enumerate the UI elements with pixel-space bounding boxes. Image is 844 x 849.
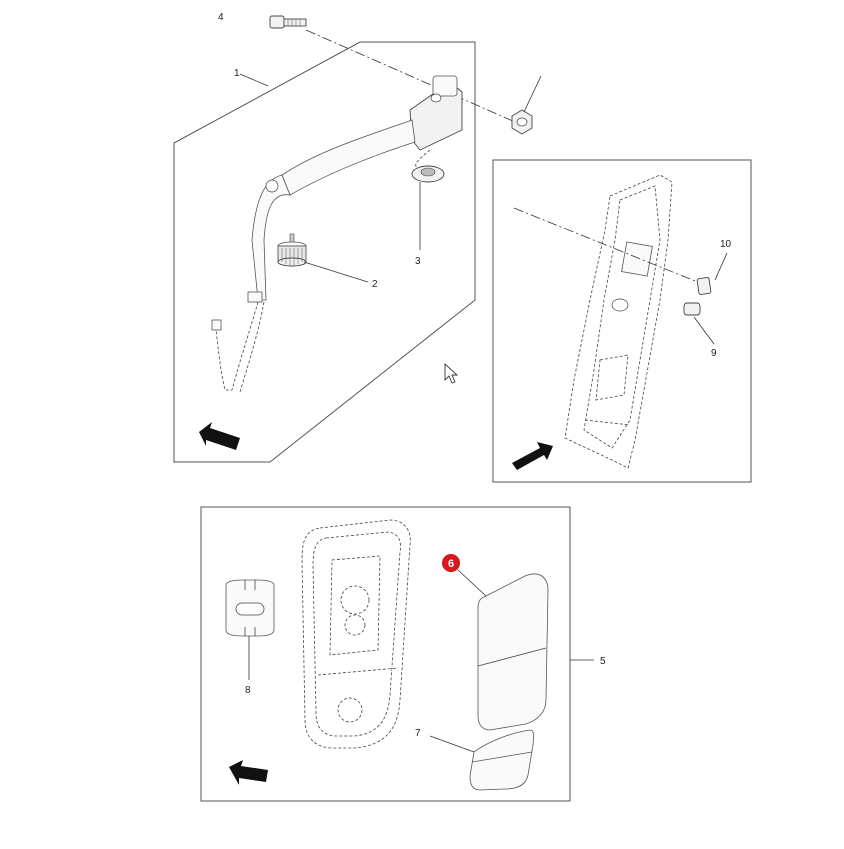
callout-8[interactable]: 8 — [245, 685, 251, 696]
part-cap[interactable] — [411, 165, 445, 183]
part-mirror-housing[interactable] — [301, 519, 411, 749]
direction-arrow-icon — [199, 422, 240, 450]
callout-2[interactable]: 2 — [372, 279, 378, 290]
part-mirror-arm[interactable] — [211, 75, 463, 393]
callout-6-highlight[interactable] — [442, 554, 460, 572]
callout-10[interactable]: 10 — [720, 239, 732, 250]
direction-arrow-icon — [229, 760, 268, 785]
part-lower-mirror[interactable] — [469, 729, 534, 791]
part-nut[interactable] — [511, 109, 533, 135]
panel-pillar-trim: 10 9 — [492, 159, 752, 483]
leader-1 — [239, 73, 269, 87]
panel-pillar-trim-frame — [492, 159, 752, 483]
callout-7[interactable]: 7 — [415, 728, 421, 739]
leader-10 — [714, 252, 728, 281]
part-bolt[interactable] — [269, 15, 307, 29]
leader-nut — [523, 75, 542, 113]
leader-2 — [303, 261, 369, 283]
callout-1[interactable]: 1 — [234, 68, 240, 79]
part-pillar-trim[interactable] — [564, 174, 673, 469]
panel-mirror-arm: 4 1 2 3 — [173, 12, 542, 463]
panel-mirror-head: 6 8 7 5 — [200, 506, 606, 802]
axis-line-pillar — [513, 207, 706, 286]
callout-3[interactable]: 3 — [415, 256, 421, 267]
callout-9[interactable]: 9 — [711, 348, 717, 359]
callout-6[interactable]: 6 — [448, 558, 454, 570]
callout-4[interactable]: 4 — [218, 12, 224, 23]
callout-5[interactable]: 5 — [600, 656, 606, 667]
axis-line-bolt — [305, 29, 516, 123]
leader-6 — [457, 569, 487, 597]
part-clip[interactable] — [696, 277, 712, 295]
part-plug[interactable] — [683, 302, 701, 316]
leader-9 — [693, 316, 715, 345]
mouse-cursor-icon — [444, 362, 459, 384]
part-adjust-knob[interactable] — [277, 233, 307, 267]
leader-7 — [429, 735, 475, 753]
direction-arrow-icon — [512, 442, 553, 470]
part-mirror-glass[interactable] — [477, 573, 549, 731]
part-gasket[interactable] — [225, 579, 275, 637]
